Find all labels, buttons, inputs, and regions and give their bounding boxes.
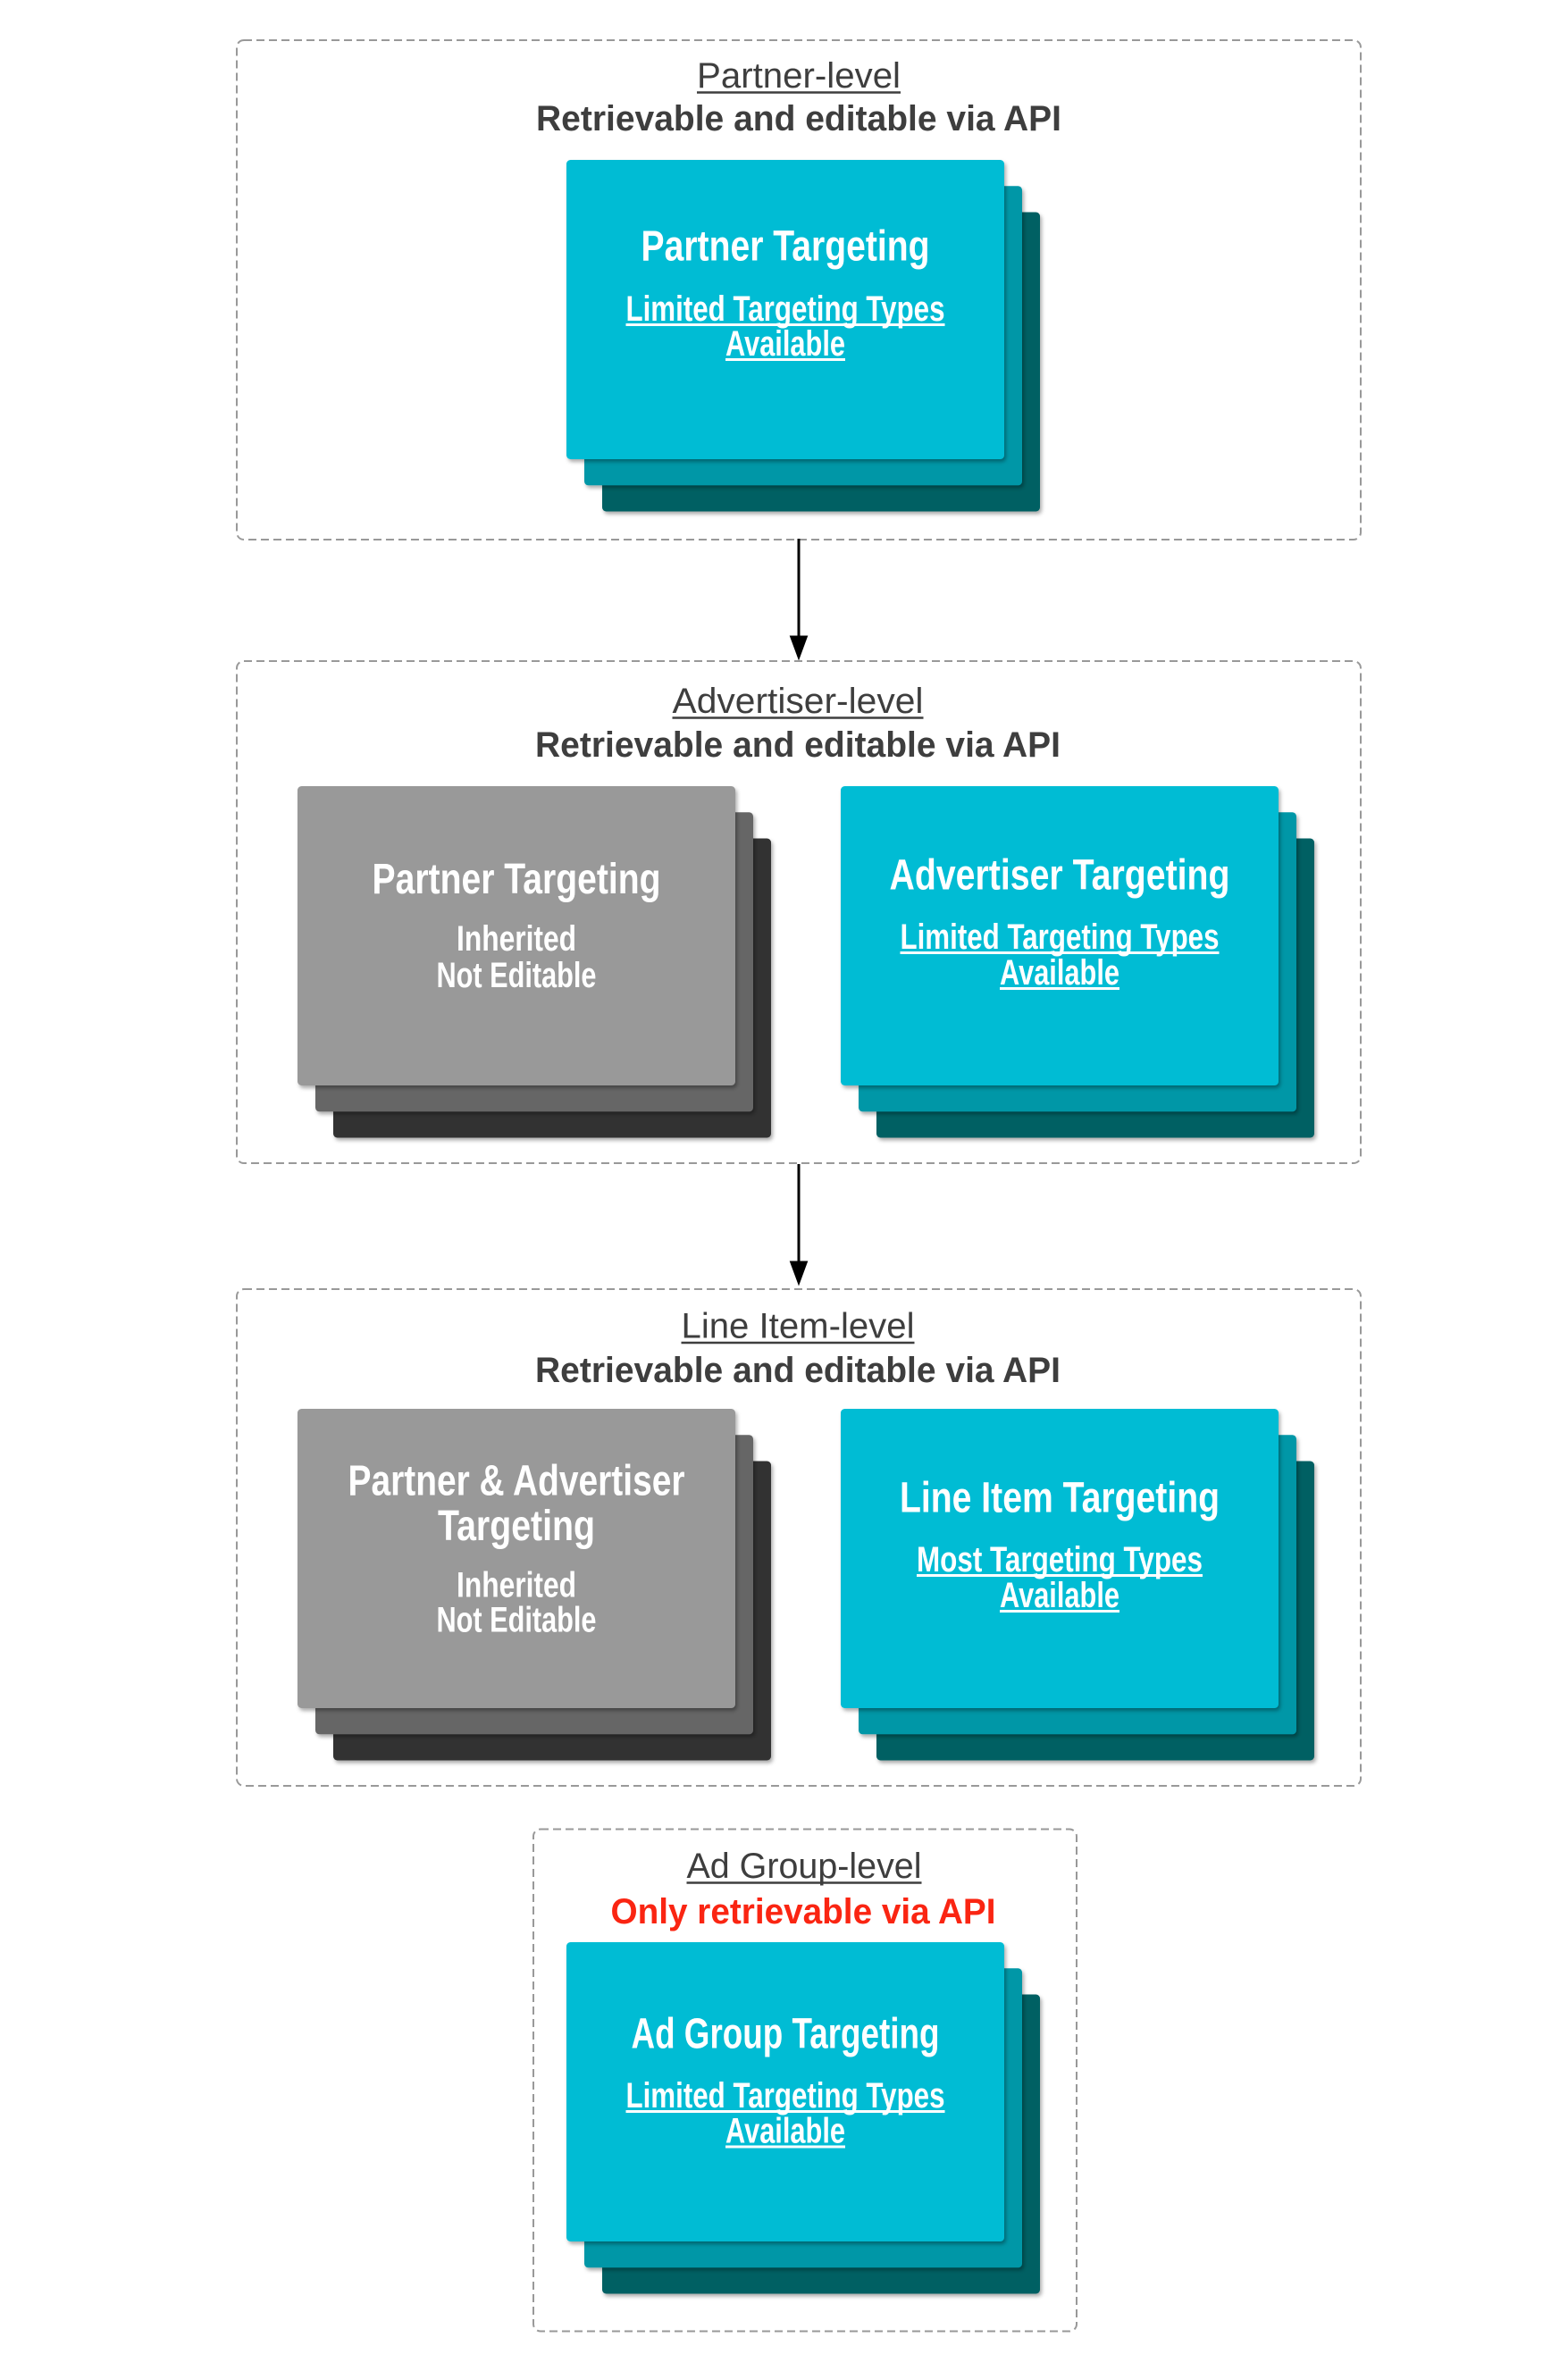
svg-text:Advertiser-level: Advertiser-level	[673, 682, 924, 721]
svg-text:Limited Targeting Types: Limited Targeting Types	[626, 2076, 945, 2115]
svg-text:Most Targeting Types: Most Targeting Types	[917, 1540, 1203, 1579]
svg-text:Partner & Advertiser: Partner & Advertiser	[348, 1458, 685, 1505]
svg-text:Ad Group Targeting: Ad Group Targeting	[632, 2011, 940, 2058]
svg-text:Line Item-level: Line Item-level	[682, 1307, 915, 1346]
svg-text:Partner Targeting: Partner Targeting	[641, 223, 930, 271]
svg-text:Targeting: Targeting	[438, 1503, 595, 1550]
svg-text:Available: Available	[1000, 953, 1119, 993]
svg-text:Retrievable and editable via A: Retrievable and editable via API	[535, 1351, 1061, 1390]
svg-text:Not Editable: Not Editable	[437, 956, 597, 995]
svg-text:Advertiser Targeting: Advertiser Targeting	[890, 852, 1230, 900]
svg-text:Available: Available	[725, 324, 845, 364]
svg-text:Retrievable and editable via A: Retrievable and editable via API	[536, 99, 1061, 138]
svg-text:Line Item Targeting: Line Item Targeting	[900, 1475, 1220, 1522]
svg-text:Not Editable: Not Editable	[437, 1601, 597, 1640]
svg-text:Inherited: Inherited	[457, 919, 576, 959]
svg-text:Ad Group-level: Ad Group-level	[687, 1847, 922, 1886]
svg-text:Only retrievable via API: Only retrievable via API	[611, 1892, 996, 1931]
svg-text:Limited Targeting Types: Limited Targeting Types	[901, 917, 1220, 957]
svg-text:Retrievable and editable via A: Retrievable and editable via API	[535, 725, 1061, 765]
svg-text:Available: Available	[725, 2112, 845, 2151]
svg-text:Available: Available	[1000, 1576, 1119, 1615]
svg-text:Partner Targeting: Partner Targeting	[373, 856, 661, 903]
svg-text:Partner-level: Partner-level	[697, 56, 901, 96]
svg-text:Inherited: Inherited	[457, 1566, 576, 1605]
svg-text:Limited Targeting Types: Limited Targeting Types	[626, 289, 945, 329]
